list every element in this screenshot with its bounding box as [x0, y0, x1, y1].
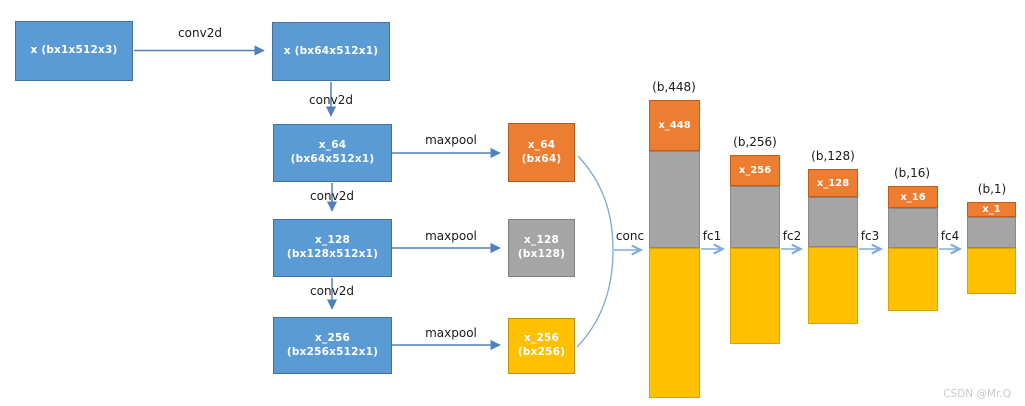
- node-conv2: x_64 (bx64x512x1): [273, 124, 392, 182]
- bar-1-label: x_1: [982, 204, 1001, 215]
- bar-128-gray-segment: [808, 197, 858, 247]
- bar-128-yellow-segment: [808, 247, 858, 324]
- bar-16-label: x_16: [900, 191, 926, 203]
- watermark: CSDN @Mr.Q: [943, 388, 1011, 400]
- node-pool256-name: x_256: [524, 332, 559, 345]
- bar-256-yellow-segment: [730, 248, 780, 344]
- bar-1-header: (b,1): [977, 182, 1007, 196]
- bar-448-gray-segment: [649, 151, 700, 248]
- node-pool128-name: x_128: [524, 234, 559, 247]
- edge-label-conv2d-3: conv2d: [310, 189, 354, 203]
- bar-256-gray-segment: [730, 186, 780, 248]
- node-conv3-shape: (bx128x512x1): [286, 248, 379, 260]
- node-pool64-shape: (bx64): [521, 152, 562, 165]
- bar-16-gray-segment: [888, 208, 938, 248]
- bar-256-label: x_256: [738, 165, 772, 176]
- node-conv2-name: x_64: [318, 139, 347, 152]
- bar-128-header: (b,128): [811, 149, 855, 163]
- bar-128-orange-segment: x_128: [808, 169, 858, 197]
- node-input-label: x (bx1x512x3): [30, 44, 118, 57]
- bar-448-orange-segment: x_448: [649, 100, 700, 151]
- bar-256-orange-segment: x_256: [730, 155, 780, 186]
- node-conv4-name: x_256: [315, 331, 350, 344]
- bar-448-yellow-segment: [649, 248, 700, 398]
- edge-label-conv2d-2: conv2d: [309, 93, 353, 107]
- bar-1-yellow-segment: [967, 248, 1016, 294]
- node-pool128-shape: (bx128): [517, 248, 566, 260]
- concat-brace: [576, 155, 614, 348]
- bar-256-header: (b,256): [733, 135, 777, 149]
- bar-16-orange-segment: x_16: [888, 186, 938, 208]
- edge-label-fc3: fc3: [860, 229, 880, 243]
- edge-label-maxpool-1: maxpool: [425, 133, 477, 147]
- bar-16-yellow-segment: [888, 248, 938, 311]
- bar-128-label: x_128: [816, 177, 850, 189]
- node-input: x (bx1x512x3): [15, 21, 133, 81]
- node-pool64: x_64 (bx64): [508, 123, 575, 182]
- edge-label-fc1: fc1: [702, 229, 722, 243]
- bar-16-header: (b,16): [893, 166, 931, 180]
- node-conv3: x_128 (bx128x512x1): [273, 219, 392, 277]
- node-pool256: x_256 (bx256): [508, 318, 575, 374]
- node-conv1-label: x (bx64x512x1): [283, 44, 379, 57]
- node-conv4-shape: (bx256x512x1): [286, 345, 379, 358]
- edge-label-conc: conc: [615, 229, 645, 243]
- bar-1-orange-segment: x_1: [967, 202, 1016, 217]
- edge-label-maxpool-3: maxpool: [425, 326, 477, 340]
- node-pool64-name: x_64: [527, 138, 556, 151]
- bar-448-label: x_448: [658, 120, 691, 131]
- node-pool256-shape: (bx256): [517, 346, 566, 358]
- node-pool128: x_128 (bx128): [508, 219, 575, 277]
- node-conv4: x_256 (bx256x512x1): [273, 317, 392, 374]
- node-conv2-shape: (bx64x512x1): [290, 153, 375, 165]
- bar-448-header: (b,448): [652, 80, 696, 94]
- node-conv3-name: x_128: [315, 234, 350, 247]
- node-conv1: x (bx64x512x1): [272, 22, 390, 81]
- edge-label-conv2d-1: conv2d: [178, 26, 222, 40]
- edge-label-maxpool-2: maxpool: [425, 229, 477, 243]
- edge-label-conv2d-4: conv2d: [310, 284, 354, 298]
- bar-1-gray-segment: [967, 217, 1016, 248]
- edge-label-fc2: fc2: [782, 229, 802, 243]
- edge-label-fc4: fc4: [940, 229, 960, 243]
